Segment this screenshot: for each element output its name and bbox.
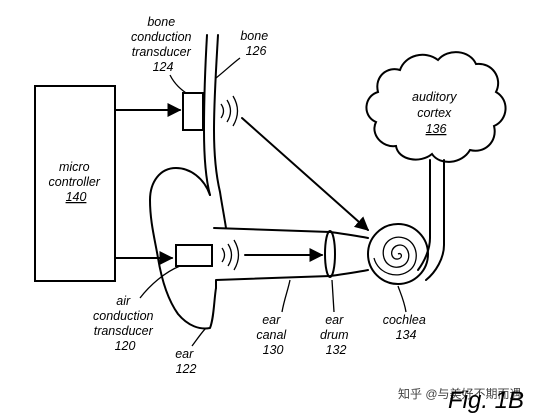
ear-canal <box>213 227 369 289</box>
air-conduction-transducer <box>175 244 213 267</box>
air-conduction-transducer-label: air conduction transducer 120 <box>93 294 157 353</box>
bone-structure <box>203 34 227 229</box>
leader-bone <box>215 57 241 79</box>
auditory-cortex-cloud <box>365 51 507 163</box>
bone-to-cochlea-arrow <box>241 117 370 231</box>
micro-controller-label: micro controller 140 <box>49 160 104 204</box>
micro-controller-box <box>34 85 116 282</box>
bone-vibration-waves <box>220 95 239 127</box>
leader-ear <box>191 327 207 347</box>
bone-label: bone 126 <box>240 29 271 58</box>
ear-drum-label: ear drum 132 <box>320 313 352 357</box>
leader-cochlea <box>397 285 407 313</box>
bone-conduction-transducer <box>182 92 204 131</box>
leader-ear-canal <box>281 279 291 313</box>
ear-canal-label: ear canal 130 <box>256 313 289 357</box>
figure-number: Fig. 1B <box>448 387 524 414</box>
leader-air-transducer <box>139 265 181 299</box>
watermark: 知乎 @与美好不期而遇 <box>398 387 522 401</box>
leader-bone-transducer <box>169 74 187 94</box>
outer-ear <box>149 167 217 330</box>
ear-label: ear 122 <box>175 347 197 376</box>
bone-conduction-transducer-label: bone conduction transducer 124 <box>131 15 195 74</box>
leader-ear-drum <box>331 279 335 313</box>
air-vibration-waves <box>221 239 240 271</box>
auditory-cortex-label: auditory cortex 136 <box>412 90 460 136</box>
cochlea <box>367 223 429 285</box>
ear-drum <box>324 230 336 278</box>
cochlea-label: cochlea 134 <box>383 313 430 342</box>
auditory-nerve <box>417 159 445 281</box>
